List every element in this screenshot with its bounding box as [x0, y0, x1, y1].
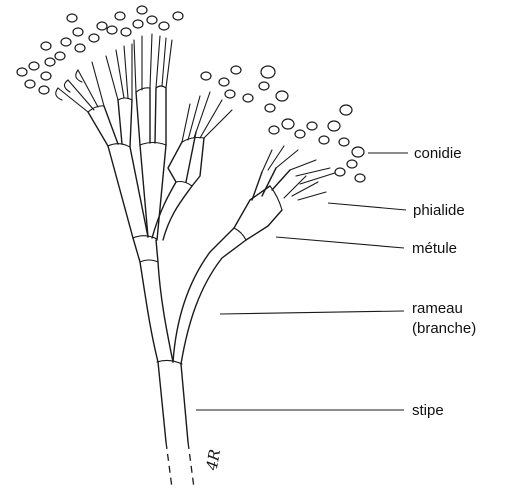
- phialides-left-cluster: [56, 34, 172, 112]
- leader-rameau: [220, 311, 404, 314]
- leader-phialide: [328, 203, 406, 210]
- label-metule: métule: [412, 240, 457, 257]
- label-stipe: stipe: [412, 402, 444, 419]
- conidia-middle-cluster: [201, 66, 288, 112]
- label-rameau: rameau: [412, 300, 463, 317]
- conidia-left-cluster: [17, 6, 183, 94]
- conidia-right-cluster: [269, 105, 365, 182]
- leader-metule: [276, 237, 404, 248]
- artist-signature: 4R: [203, 448, 225, 473]
- label-phialide: phialide: [413, 202, 465, 219]
- leader-lines: [196, 153, 408, 410]
- label-conidie: conidie: [414, 145, 462, 162]
- label-branche: (branche): [412, 320, 476, 337]
- left-rameau-drawing: [88, 86, 173, 362]
- stipe-drawing: [157, 360, 194, 488]
